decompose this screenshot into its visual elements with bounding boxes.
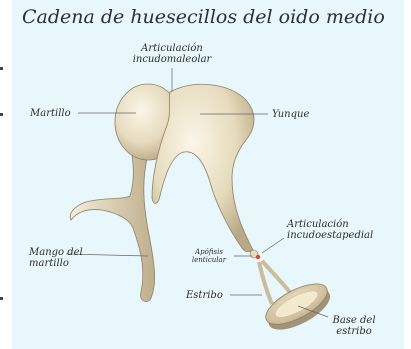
label-line: Articulación [124,43,220,54]
label-line: Mango del [29,247,83,258]
label-base-del-estribo: Base del estribo [326,315,382,337]
label-martillo: Martillo [30,108,71,119]
label-articulacion-incudomaleolar: Articulación incudomaleolar [124,43,220,65]
label-mango-del-martillo: Mango del martillo [29,247,83,269]
leader-incudoestapedial [262,238,284,253]
label-apofisis-lenticular: Apófisis lenticular [186,248,232,264]
label-line: Apófisis [186,248,232,256]
label-line: Base del [326,315,382,326]
label-line: lenticular [186,256,232,264]
stapes-shape [256,255,336,338]
label-estribo: Estribo [186,290,223,301]
label-line: incudomaleolar [124,54,220,65]
label-yunque: Yunque [272,109,309,120]
label-line: incudoestapedial [287,230,373,241]
malleus-shape [70,84,181,302]
label-line: Articulación [287,219,373,230]
label-articulacion-incudoestapedial: Articulación incudoestapedial [287,219,373,241]
label-line: martillo [29,258,83,269]
label-line: estribo [326,326,382,337]
